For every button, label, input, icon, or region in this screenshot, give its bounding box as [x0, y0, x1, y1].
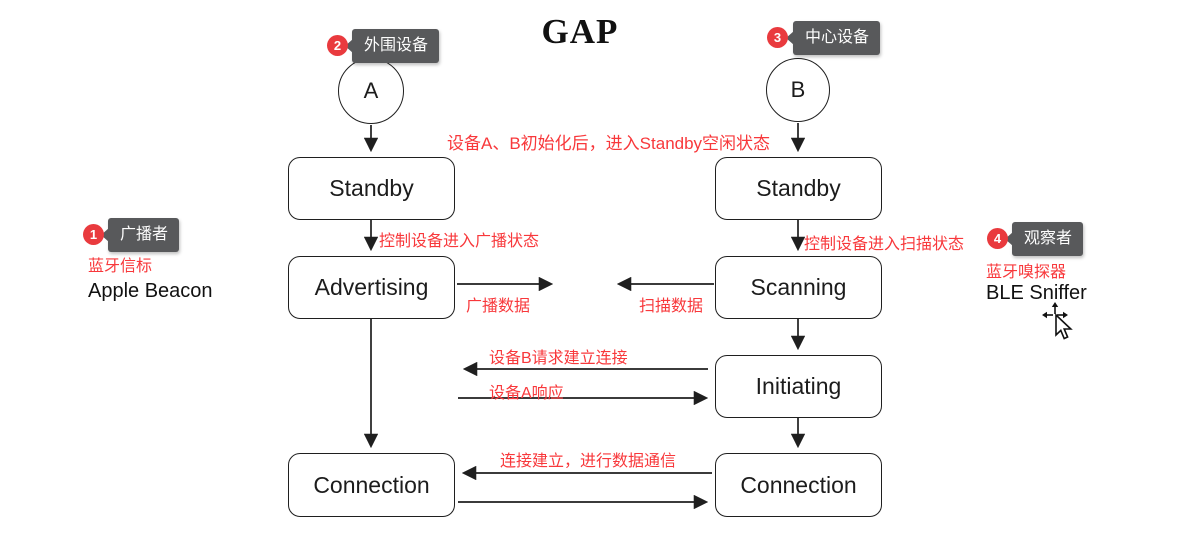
- tooltip-observer: 观察者: [1004, 222, 1084, 256]
- note-init-standby: 设备A、B初始化后，进入Standby空闲状态: [447, 134, 771, 153]
- label-apple-beacon: Apple Beacon: [88, 280, 213, 302]
- state-box-connection-b: Connection: [715, 453, 882, 517]
- state-box-standby-b: Standby: [715, 157, 882, 220]
- page-title: GAP: [541, 12, 619, 51]
- tooltip-central-device: 中心设备: [785, 21, 881, 55]
- note-enter-scanning: 控制设备进入扫描状态: [804, 236, 965, 253]
- note-device-a-response: 设备A响应: [489, 385, 564, 402]
- state-box-advertising: Advertising: [288, 256, 455, 319]
- mouse-move-cursor-icon: [1042, 302, 1080, 347]
- tooltip-peripheral-device: 外围设备: [344, 29, 440, 63]
- note-connection-established: 连接建立，进行数据通信: [500, 453, 677, 470]
- state-box-connection-a: Connection: [288, 453, 455, 517]
- state-box-initiating: Initiating: [715, 355, 882, 418]
- label-ble-sniffer: BLE Sniffer: [986, 282, 1087, 304]
- state-box-standby-a: Standby: [288, 157, 455, 220]
- badge-3: 3: [767, 27, 788, 48]
- badge-1: 1: [83, 224, 104, 245]
- note-advertising-data: 广播数据: [466, 298, 531, 315]
- label-bluetooth-beacon: 蓝牙信标: [88, 258, 153, 275]
- tooltip-broadcaster: 广播者: [100, 218, 180, 252]
- note-enter-advertising: 控制设备进入广播状态: [379, 233, 540, 250]
- badge-4: 4: [987, 228, 1008, 249]
- note-scanning-data: 扫描数据: [639, 298, 704, 315]
- note-request-connection: 设备B请求建立连接: [489, 350, 628, 367]
- node-device-a: A: [338, 58, 404, 124]
- state-box-scanning: Scanning: [715, 256, 882, 319]
- badge-2: 2: [327, 35, 348, 56]
- label-bluetooth-sniffer: 蓝牙嗅探器: [986, 264, 1067, 281]
- node-device-b: B: [766, 58, 830, 122]
